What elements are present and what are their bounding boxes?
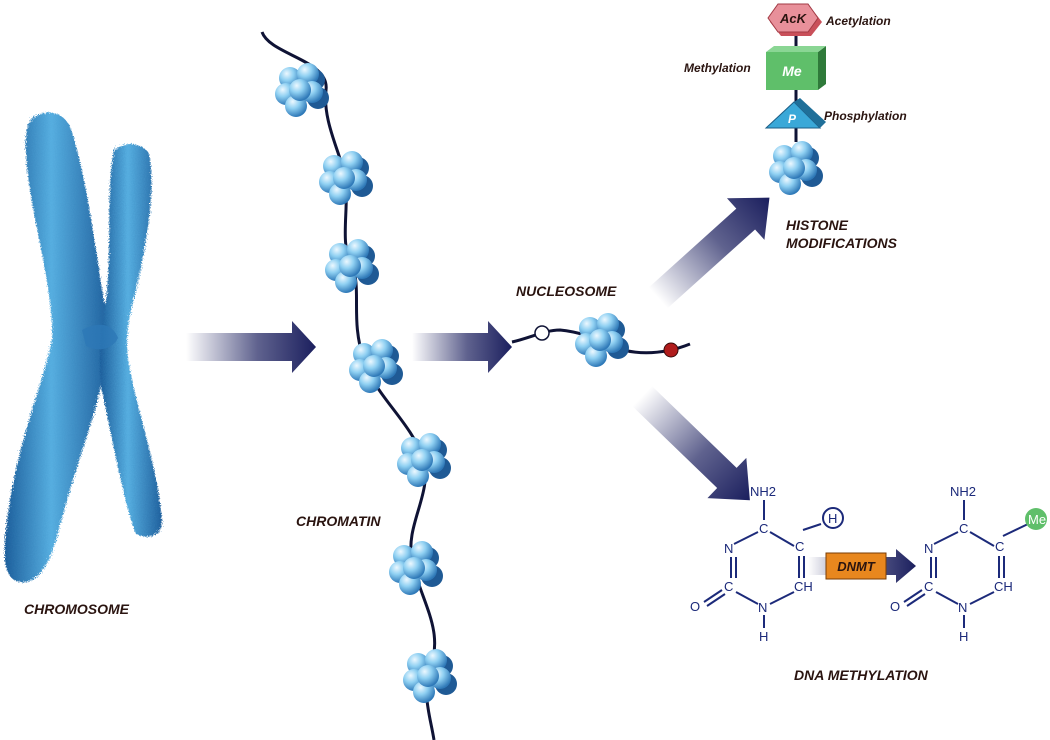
modified-marker xyxy=(663,342,679,358)
phospho-symbol: P xyxy=(788,112,797,126)
svg-text:C: C xyxy=(995,539,1004,554)
methyl-group xyxy=(1025,508,1047,530)
nucleosome-label: NUCLEOSOME xyxy=(516,283,617,299)
dnmt-box xyxy=(825,552,887,580)
svg-text:NH2: NH2 xyxy=(950,484,976,499)
svg-text:C: C xyxy=(724,579,733,594)
chromatin-histone xyxy=(403,649,457,703)
dna-methylation-label: DNA METHYLATION xyxy=(794,667,929,683)
chromatin-histone xyxy=(397,433,451,487)
chromatin-fiber xyxy=(260,31,437,740)
acetylation-marker: AcK xyxy=(767,3,822,36)
svg-text:H: H xyxy=(828,511,837,526)
histone-label-line1: HISTONE xyxy=(786,217,849,233)
acetylation-symbol: AcK xyxy=(779,11,808,26)
chromatin-histone xyxy=(325,239,379,293)
nh2-label: NH2 xyxy=(750,484,776,499)
hydrogen-group xyxy=(822,507,844,529)
nucleosome-histone xyxy=(575,313,629,367)
svg-text:N: N xyxy=(924,541,933,556)
svg-text:CH: CH xyxy=(994,579,1013,594)
arrow-to-histone-modifications xyxy=(648,197,770,309)
phospho-label: Phosphylation xyxy=(824,109,907,123)
unmodified-marker xyxy=(534,325,550,341)
chromatin-nucleosomes xyxy=(275,63,457,703)
svg-text:H: H xyxy=(959,629,968,644)
chromatin-histone xyxy=(275,63,329,117)
svg-text:C: C xyxy=(795,539,804,554)
chromatin-histone xyxy=(319,151,373,205)
svg-text:CH: CH xyxy=(794,579,813,594)
arrow-chromatin-to-nucleosome xyxy=(412,321,512,373)
methylcytosine-structure: NH2 C C Me N C O N H CH xyxy=(890,484,1047,644)
svg-text:Me: Me xyxy=(1028,512,1046,527)
svg-text:C: C xyxy=(759,521,768,536)
arrow-to-dna-methylation xyxy=(632,385,750,501)
svg-text:C: C xyxy=(959,521,968,536)
methylation-label: Methylation xyxy=(684,61,751,75)
chromatin-histone xyxy=(389,541,443,595)
chromosome-image xyxy=(4,112,162,583)
cytosine-structure: NH2 C C H N C O N H CH xyxy=(690,484,844,644)
svg-text:O: O xyxy=(690,599,700,614)
histone-label-line2: MODIFICATIONS xyxy=(786,235,898,251)
svg-text:N: N xyxy=(758,600,767,615)
methylation-marker: Me xyxy=(766,46,826,90)
methylation-symbol: Me xyxy=(782,63,802,79)
svg-text:C: C xyxy=(924,579,933,594)
phosphorylation-marker: P xyxy=(764,98,826,129)
acetylation-label: Acetylation xyxy=(825,14,891,28)
modified-histone xyxy=(769,141,823,195)
svg-text:H: H xyxy=(759,629,768,644)
svg-text:N: N xyxy=(958,600,967,615)
dnmt-label: DNMT xyxy=(837,559,876,574)
svg-text:N: N xyxy=(724,541,733,556)
svg-text:O: O xyxy=(890,599,900,614)
chromatin-label: CHROMATIN xyxy=(296,513,381,529)
chromosome-label: CHROMOSOME xyxy=(24,601,130,617)
arrow-chromosome-to-chromatin xyxy=(186,321,316,373)
chromatin-histone xyxy=(349,339,403,393)
